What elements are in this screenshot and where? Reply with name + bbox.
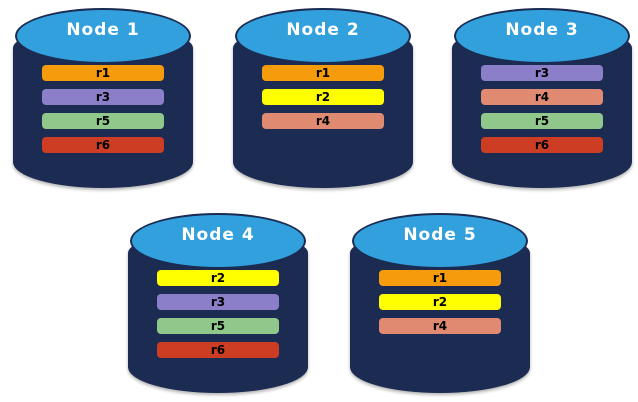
replica-bar[interactable]: r2	[157, 270, 279, 286]
replica-bar[interactable]: r5	[481, 113, 603, 129]
cylinder-top-ellipse	[130, 213, 306, 269]
replica-bar[interactable]: r4	[262, 113, 384, 129]
replica-bar[interactable]: r5	[157, 318, 279, 334]
cylinder-top-ellipse	[352, 213, 528, 269]
replica-bar[interactable]: r6	[481, 137, 603, 153]
cylinder-top-ellipse	[15, 8, 191, 64]
replica-bar[interactable]: r1	[42, 65, 164, 81]
replica-list: r3 r4 r5 r6	[481, 65, 603, 153]
replica-bar[interactable]: r1	[262, 65, 384, 81]
replica-list: r1 r2 r4	[262, 65, 384, 129]
replica-bar[interactable]: r2	[379, 294, 501, 310]
replica-bar[interactable]: r4	[379, 318, 501, 334]
replica-list: r1 r3 r5 r6	[42, 65, 164, 153]
replica-bar[interactable]: r6	[157, 342, 279, 358]
replica-bar[interactable]: r1	[379, 270, 501, 286]
replica-bar[interactable]: r2	[262, 89, 384, 105]
replica-bar[interactable]: r4	[481, 89, 603, 105]
replica-bar[interactable]: r6	[42, 137, 164, 153]
cylinder-top-ellipse	[235, 8, 411, 64]
replica-bar[interactable]: r3	[42, 89, 164, 105]
replica-list: r1 r2 r4	[379, 270, 501, 334]
replica-bar[interactable]: r3	[481, 65, 603, 81]
cylinder-top-ellipse	[454, 8, 630, 64]
replica-bar[interactable]: r3	[157, 294, 279, 310]
replica-bar[interactable]: r5	[42, 113, 164, 129]
replica-list: r2 r3 r5 r6	[157, 270, 279, 358]
